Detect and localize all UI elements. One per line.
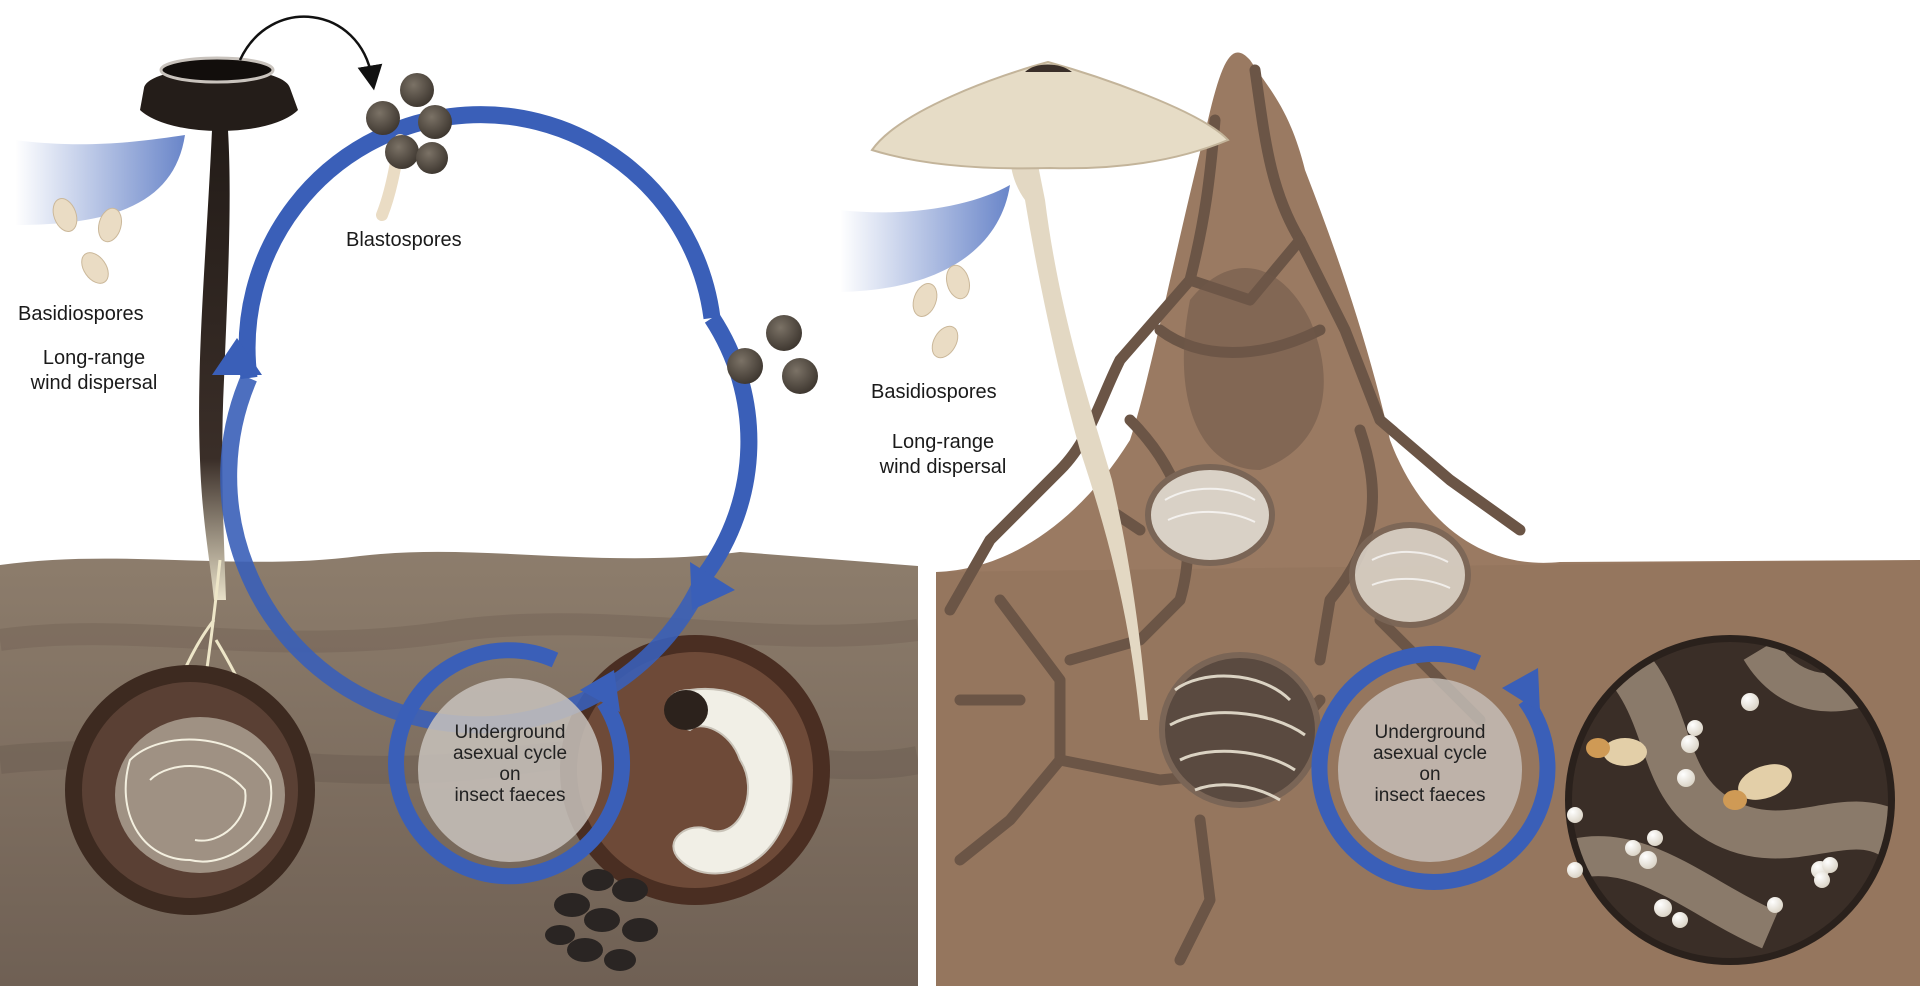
dispersal-label: Long-range wind dispersal [30,347,158,394]
dispersal-label-right: Long-range wind dispersal [879,431,1007,478]
spore-release-arrow [238,15,383,91]
basidiospores-icon-right [912,264,971,359]
blastospores-icon [366,73,818,394]
asexual-cycle-label-right: Underground asexual cycle on insect faec… [1372,722,1488,806]
wind-dispersal-swoosh [15,135,185,225]
basidiospores-label: Basidiospores [18,303,144,325]
pale-mushroom [870,60,1230,720]
asexual-cycle-arrowhead-right [1502,668,1540,712]
blastospores-label: Blastospores [346,229,462,251]
asexual-cycle-arrow-right [1311,645,1556,890]
cycle-arrowhead-left [212,338,262,375]
asexual-cycle-arrow [388,642,630,885]
right-panel [840,52,1920,986]
larva-nest [545,635,830,971]
insect-faeces [545,869,658,971]
left-panel [0,0,936,986]
termite-chamber-zoom [1565,635,1895,965]
asexual-cycle-arrowhead [580,670,620,712]
asexual-cycle-disc-right [1338,678,1522,862]
fungal-nodules [1567,693,1838,928]
asexual-cycle-disc [418,678,602,862]
basidiospores-icon [52,198,123,284]
wind-dispersal-swoosh-right [840,185,1010,292]
cycle-arrowhead-right [690,562,735,610]
underground-nest [65,665,315,915]
asexual-cycle-label: Underground asexual cycle on insect faec… [452,722,568,806]
fungus-comb-upper [1145,464,1275,566]
basidiospores-label-right: Basidiospores [871,381,997,403]
termite-icon [1586,738,1792,810]
fungus-comb-right [1349,522,1471,628]
